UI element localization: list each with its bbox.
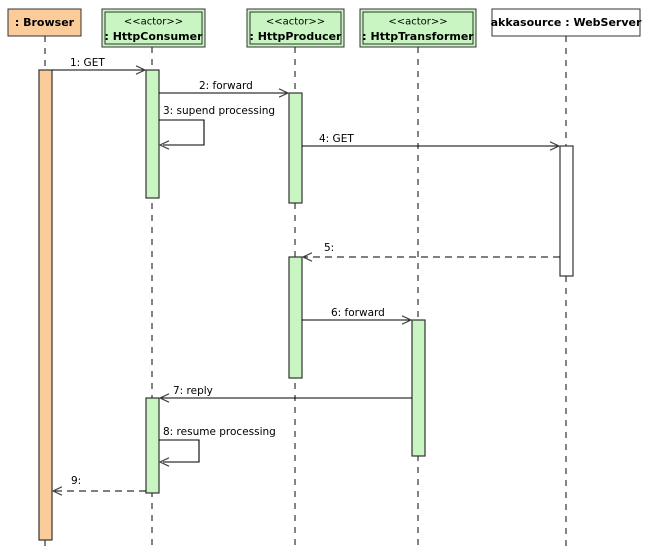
arrowhead-icon bbox=[549, 141, 561, 151]
message-5[interactable]: 5: bbox=[301, 242, 560, 262]
message-label-1: 1: GET bbox=[70, 57, 105, 69]
message-7[interactable]: 7: reply bbox=[158, 385, 412, 403]
activation-bar-httptransformer bbox=[411, 319, 426, 457]
message-8[interactable]: 8: resume processing bbox=[158, 426, 276, 467]
activation-bar-httpproducer bbox=[288, 92, 303, 204]
lifeline-head-box bbox=[7, 8, 82, 37]
lifeline-head-box bbox=[101, 8, 206, 48]
lifeline-head-httpconsumer[interactable]: <<actor>> : HttpConsumer bbox=[101, 8, 206, 48]
activation-layer bbox=[38, 69, 574, 541]
lifeline-name-httptransformer: : HttpTransformer bbox=[362, 30, 474, 43]
lifeline-stereotype-httpconsumer: <<actor>> bbox=[124, 17, 183, 28]
message-label-2: 2: forward bbox=[199, 80, 253, 92]
message-1[interactable]: 1: GET bbox=[52, 57, 147, 75]
message-label-6: 6: forward bbox=[331, 307, 385, 319]
message-label-4: 4: GET bbox=[319, 133, 354, 145]
message-label-5: 5: bbox=[324, 242, 334, 254]
lifeline-name-browser: : Browser bbox=[15, 16, 75, 29]
message-line-self bbox=[159, 439, 200, 463]
arrowhead-icon bbox=[401, 315, 413, 325]
lifeline-name-httpproducer: : HttpProducer bbox=[250, 30, 343, 43]
lifeline-name-httpconsumer: : HttpConsumer bbox=[104, 30, 203, 43]
lifeline-head-inner-border bbox=[104, 11, 203, 45]
arrowhead-icon bbox=[51, 486, 63, 496]
message-9[interactable]: 9: bbox=[51, 475, 146, 496]
lifeline-head-inner-border bbox=[362, 11, 474, 45]
message-label-9: 9: bbox=[71, 475, 81, 487]
lifeline-name-webserver: akkasource : WebServer bbox=[491, 16, 642, 29]
lifeline-head-browser[interactable]: : Browser bbox=[7, 8, 82, 37]
activation-bar-httpconsumer bbox=[145, 397, 160, 494]
arrowhead-icon bbox=[278, 88, 290, 98]
activation-bar-httpproducer bbox=[288, 256, 303, 379]
message-line-self bbox=[159, 119, 205, 146]
arrowhead-icon bbox=[158, 393, 170, 403]
lifeline-layer bbox=[44, 36, 567, 548]
message-4[interactable]: 4: GET bbox=[302, 133, 561, 151]
activation-bar-httpconsumer bbox=[145, 69, 160, 199]
message-3[interactable]: 3: supend processing bbox=[158, 105, 275, 150]
lifeline-head-httpproducer[interactable]: <<actor>> : HttpProducer bbox=[246, 8, 345, 48]
message-label-7: 7: reply bbox=[173, 385, 213, 397]
message-label-3: 3: supend processing bbox=[163, 105, 275, 117]
lifeline-head-layer: : Browser<<actor>>: HttpConsumer<<actor>… bbox=[7, 8, 642, 48]
lifeline-head-httptransformer[interactable]: <<actor>> : HttpTransformer bbox=[359, 8, 477, 48]
lifeline-stereotype-httpproducer: <<actor>> bbox=[266, 17, 325, 28]
activation-bar-browser bbox=[38, 69, 53, 541]
lifeline-head-inner-border bbox=[249, 11, 342, 45]
lifeline-head-box bbox=[491, 8, 641, 37]
arrowhead-icon bbox=[158, 140, 170, 150]
lifeline-head-webserver[interactable]: akkasource : WebServer bbox=[491, 8, 642, 37]
lifeline-head-box bbox=[359, 8, 477, 48]
arrowhead-icon bbox=[301, 252, 313, 262]
message-2[interactable]: 2: forward bbox=[159, 80, 290, 98]
lifeline-head-box bbox=[246, 8, 345, 48]
arrowhead-icon bbox=[135, 65, 147, 75]
message-label-8: 8: resume processing bbox=[163, 426, 276, 438]
message-6[interactable]: 6: forward bbox=[302, 307, 413, 325]
lifeline-stereotype-httptransformer: <<actor>> bbox=[388, 17, 447, 28]
message-layer: 1: GET 2: forward 3: supend processing 4: G… bbox=[51, 57, 561, 496]
activation-bar-webserver bbox=[559, 145, 574, 277]
arrowhead-icon bbox=[158, 457, 170, 467]
